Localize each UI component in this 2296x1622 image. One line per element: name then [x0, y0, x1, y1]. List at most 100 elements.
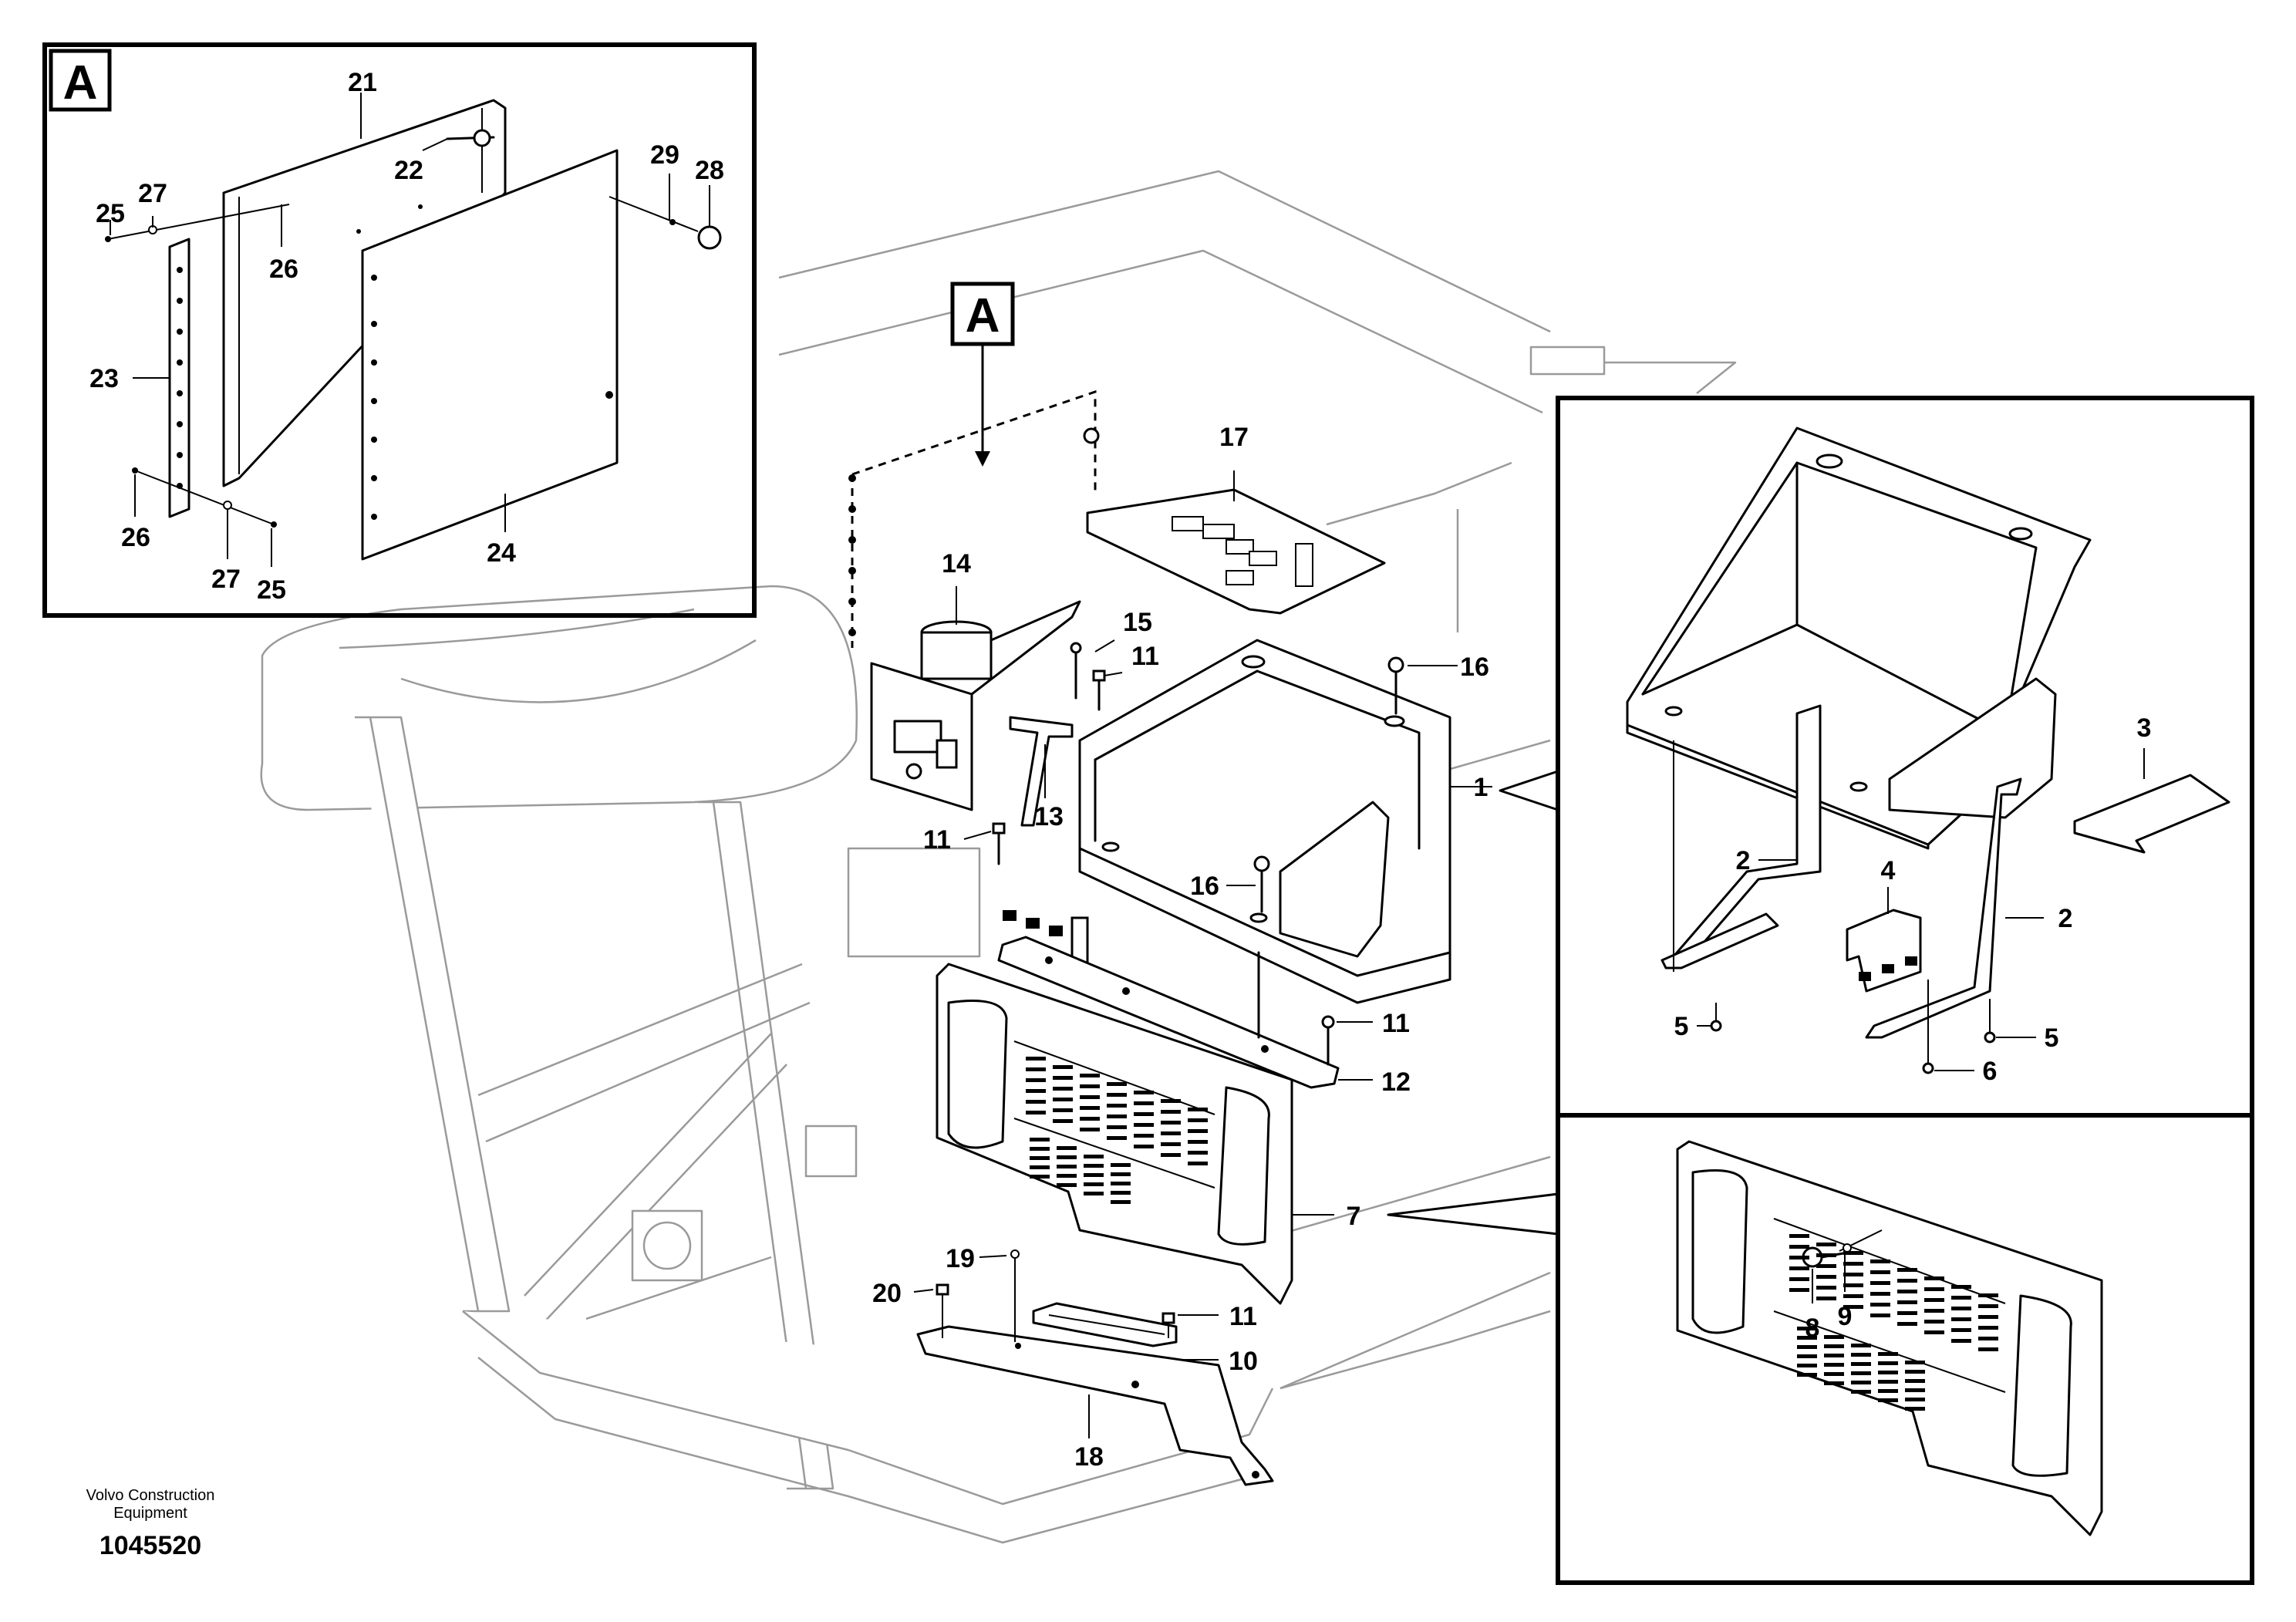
vent-slot — [1897, 1279, 1917, 1283]
vent-slot — [1080, 1074, 1100, 1077]
detail-a-frame — [42, 42, 757, 618]
detail-a-tag-letter: A — [63, 56, 98, 110]
vent-slot — [1134, 1134, 1154, 1138]
vent-slot — [1951, 1328, 1971, 1332]
vent-slot — [1951, 1339, 1971, 1343]
label-25-bottom: 25 — [257, 575, 286, 605]
pointer-to-panel-detail — [1387, 1192, 1559, 1236]
label-9: 9 — [1838, 1302, 1853, 1331]
vent-slot — [1978, 1315, 1998, 1319]
vent-slot — [1897, 1300, 1917, 1304]
vent-slot — [1111, 1182, 1131, 1185]
vent-slot — [1084, 1182, 1104, 1186]
vent-slot — [1053, 1098, 1073, 1101]
door-panel — [361, 149, 619, 561]
rear-panel-7 — [936, 963, 1293, 1305]
vent-slot — [1843, 1273, 1863, 1276]
vent-slot — [1057, 1174, 1077, 1178]
publisher-line-1: Volvo Construction — [86, 1487, 215, 1504]
vent-slot — [1188, 1140, 1208, 1144]
door-panel-holes — [356, 204, 613, 520]
vent-slot — [1978, 1347, 1998, 1351]
bracket-4 — [1846, 909, 1922, 993]
label-5-left: 5 — [1674, 1012, 1689, 1041]
vent-slot — [1905, 1361, 1925, 1364]
detail-a-leaders — [110, 93, 710, 567]
vent-slot — [1924, 1287, 1944, 1291]
vent-slot — [1134, 1145, 1154, 1148]
vent-slot — [1084, 1192, 1104, 1195]
air-vent-14 — [920, 600, 1081, 696]
vent-slot — [1843, 1294, 1863, 1298]
vent-slot — [1797, 1364, 1817, 1367]
vent-slot — [1053, 1076, 1073, 1080]
vent-slot — [1870, 1281, 1890, 1285]
vent-slot — [1134, 1091, 1154, 1094]
vent-slot — [1030, 1165, 1050, 1169]
vent-slot — [1111, 1172, 1131, 1176]
vent-slot — [1878, 1398, 1898, 1402]
vent-slot — [1878, 1361, 1898, 1365]
label-2-right: 2 — [2058, 904, 2073, 933]
vent-slot — [1870, 1313, 1890, 1317]
bracket-13 — [1009, 716, 1074, 827]
wire-harness — [1003, 910, 1089, 966]
knob-16-bottom — [1253, 855, 1270, 913]
detail-panel-panel: 8 9 — [1556, 1113, 2254, 1585]
vent-slot — [1107, 1082, 1127, 1086]
label-15: 15 — [1123, 608, 1152, 637]
vent-slot — [1797, 1327, 1817, 1330]
callout-a-flag-letter: A — [966, 289, 1000, 342]
publisher-line-2: Equipment — [113, 1505, 187, 1522]
vent-slot — [1107, 1136, 1127, 1140]
vent-slot — [1107, 1093, 1127, 1097]
vent-slot — [1797, 1373, 1817, 1377]
vent-slot — [1924, 1320, 1944, 1324]
detail-panel-frame — [1556, 1113, 2254, 1585]
bracket-10 — [1032, 1302, 1178, 1347]
label-12: 12 — [1381, 1067, 1411, 1097]
label-20: 20 — [872, 1279, 902, 1308]
center-assembly: A — [848, 282, 1559, 1486]
label-11-c: 11 — [1382, 1009, 1410, 1038]
vent-slot — [1188, 1151, 1208, 1155]
vent-slot — [1924, 1330, 1944, 1334]
vent-slot — [1161, 1121, 1181, 1125]
vent-slot — [1188, 1108, 1208, 1111]
center-leaders — [913, 470, 1492, 1438]
vent-slot — [1797, 1354, 1817, 1358]
vent-slot — [1084, 1173, 1104, 1177]
knob-16-top — [1387, 656, 1404, 715]
vent-slot — [1080, 1084, 1100, 1088]
vent-slot — [1188, 1118, 1208, 1122]
label-4: 4 — [1881, 856, 1896, 885]
vent-slot — [1053, 1087, 1073, 1091]
vent-slot — [1080, 1095, 1100, 1099]
callout-a-flag — [950, 282, 1015, 346]
vent-slot — [1905, 1388, 1925, 1392]
vent-slot — [1107, 1125, 1127, 1129]
vent-slot — [1924, 1298, 1944, 1302]
vent-slot — [1905, 1407, 1925, 1411]
vent-slot — [1851, 1344, 1871, 1347]
vent-slot — [1878, 1389, 1898, 1393]
vent-slot — [1053, 1065, 1073, 1069]
label-27-top: 27 — [138, 179, 167, 208]
vent-slot — [1161, 1110, 1181, 1114]
label-14: 14 — [942, 549, 971, 578]
vent-slot — [1026, 1067, 1046, 1071]
label-11-b: 11 — [923, 825, 951, 855]
vent-slot — [1924, 1276, 1944, 1280]
vent-slot — [1080, 1128, 1100, 1131]
control-panel — [870, 662, 973, 811]
label-16-bottom: 16 — [1190, 872, 1219, 901]
vent-slot — [1161, 1099, 1181, 1103]
label-17: 17 — [1219, 423, 1249, 452]
vent-slot — [1057, 1165, 1077, 1168]
pad-3 — [2073, 774, 2230, 854]
vent-slot — [1824, 1354, 1844, 1357]
vent-slot — [1897, 1311, 1917, 1315]
hinge-strip — [168, 238, 190, 518]
vent-slot — [1951, 1285, 1971, 1289]
vent-slot — [1111, 1163, 1131, 1167]
